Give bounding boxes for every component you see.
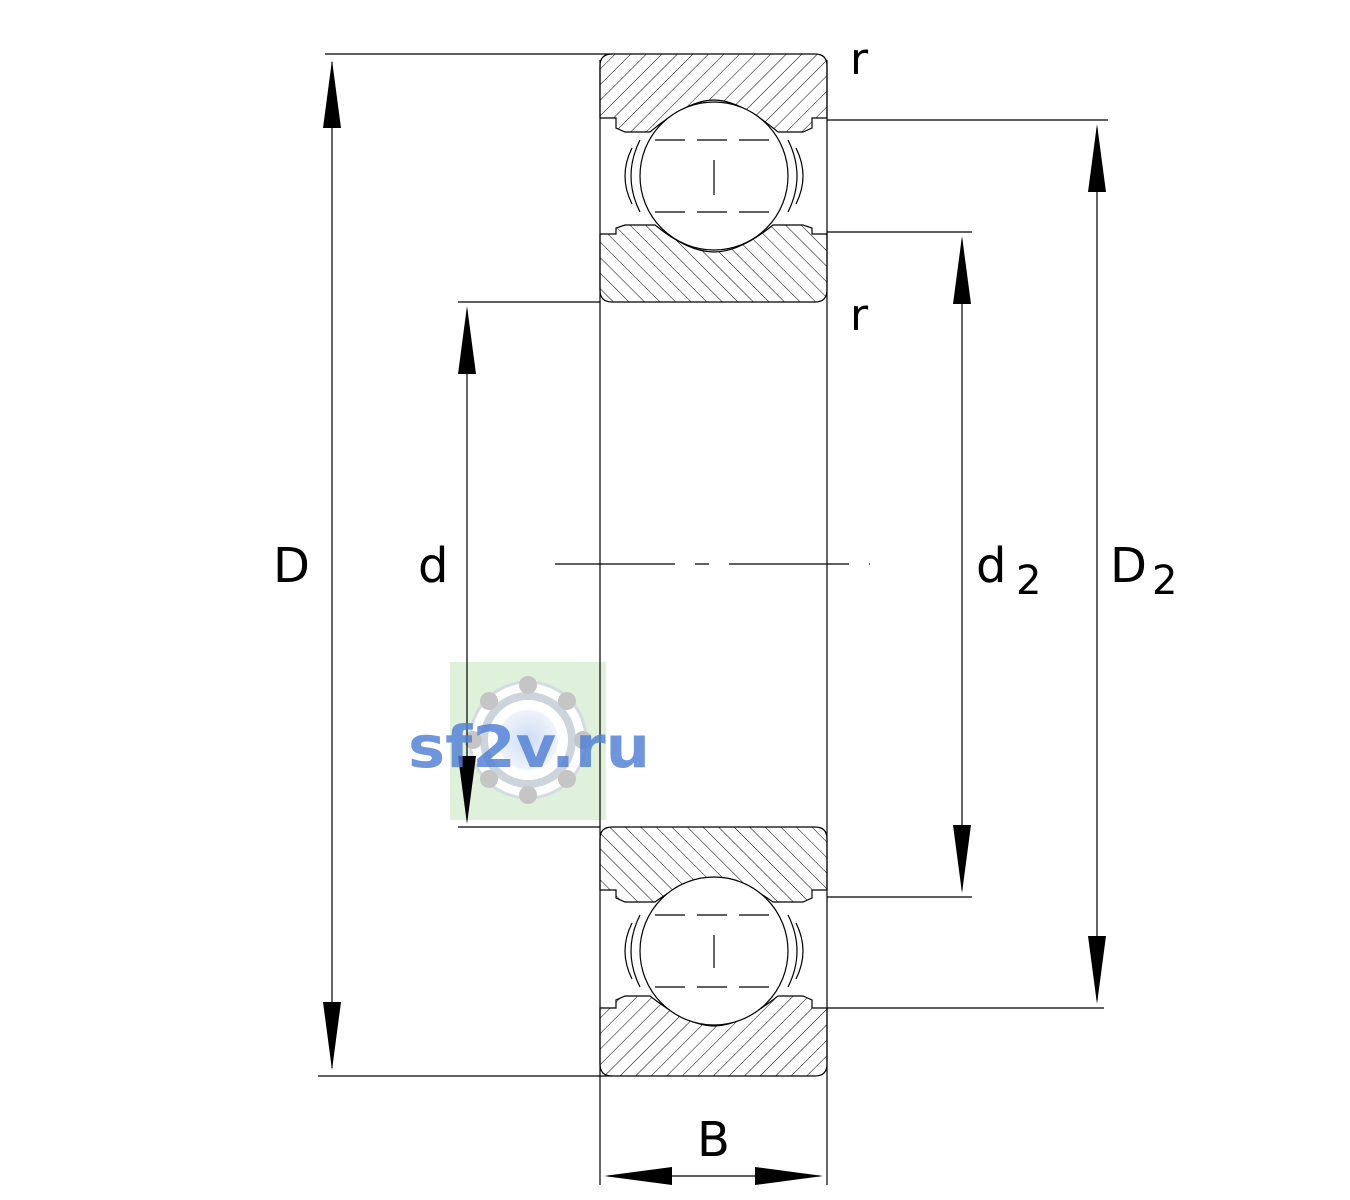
label-d2: d [976, 538, 1006, 594]
top-outer-ring-section [599, 53, 828, 133]
dimension-arrows [323, 60, 1106, 1185]
label-D2: D [1110, 538, 1147, 594]
label-radius-mid: r [850, 290, 869, 341]
bottom-ball [624, 876, 804, 1026]
label-B: B [697, 1112, 730, 1168]
label-D2-subscript: 2 [1152, 558, 1177, 604]
label-d2-subscript: 2 [1016, 558, 1041, 604]
watermark-text: sf2v.ru [408, 713, 650, 781]
label-D: D [273, 538, 310, 594]
watermark-logo [450, 662, 606, 820]
top-ball [624, 101, 804, 251]
label-d: d [418, 538, 448, 594]
label-radius-top: r [850, 34, 869, 85]
